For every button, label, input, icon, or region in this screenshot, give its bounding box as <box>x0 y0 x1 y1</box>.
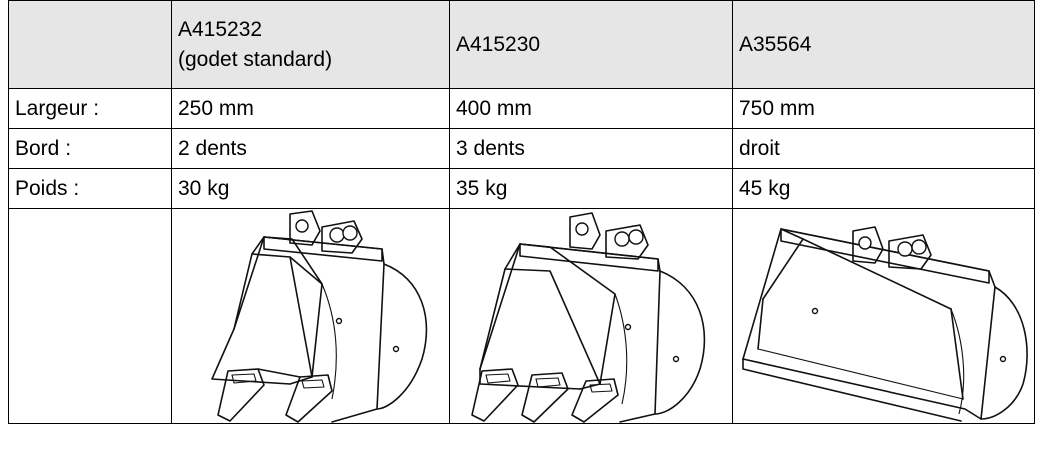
row-label: Bord : <box>8 128 172 169</box>
bucket-image-cell <box>171 208 450 424</box>
table-cell: 400 mm <box>449 88 733 129</box>
table-cell: 30 kg <box>171 168 450 209</box>
table-row-largeur: Largeur : 250 mm 400 mm 750 mm <box>8 88 1035 129</box>
bucket-image-cell <box>732 208 1035 424</box>
table-cell: 45 kg <box>732 168 1035 209</box>
bucket-spec-table: A415232 (godet standard) A415230 A35564 … <box>8 0 1035 424</box>
corner-cell <box>8 0 172 89</box>
table-cell: 3 dents <box>449 128 733 169</box>
row-label: Poids : <box>8 168 172 209</box>
table-cell: 750 mm <box>732 88 1035 129</box>
column-ref: A35564 <box>739 32 812 56</box>
table-cell: droit <box>732 128 1035 169</box>
column-ref: A415232 <box>178 17 263 41</box>
bucket-image-cell <box>449 208 733 424</box>
table-row-poids: Poids : 30 kg 35 kg 45 kg <box>8 168 1035 209</box>
table-cell: 35 kg <box>449 168 733 209</box>
bucket-2-teeth-icon <box>211 210 428 423</box>
column-header-a415232: A415232 (godet standard) <box>171 0 450 89</box>
column-header-a35564: A35564 <box>732 0 1035 89</box>
image-row <box>8 208 1035 424</box>
table-cell: 250 mm <box>171 88 450 129</box>
empty-cell <box>8 208 172 424</box>
column-note: (godet standard) <box>178 47 333 71</box>
bucket-straight-edge-icon <box>742 226 1028 422</box>
table-row-bord: Bord : 2 dents 3 dents droit <box>8 128 1035 169</box>
column-header-a415230: A415230 <box>449 0 733 89</box>
header-row: A415232 (godet standard) A415230 A35564 <box>8 0 1035 89</box>
table-cell: 2 dents <box>171 128 450 169</box>
row-label: Largeur : <box>8 88 172 129</box>
column-ref: A415230 <box>456 32 541 56</box>
bucket-3-teeth-icon <box>471 212 706 423</box>
